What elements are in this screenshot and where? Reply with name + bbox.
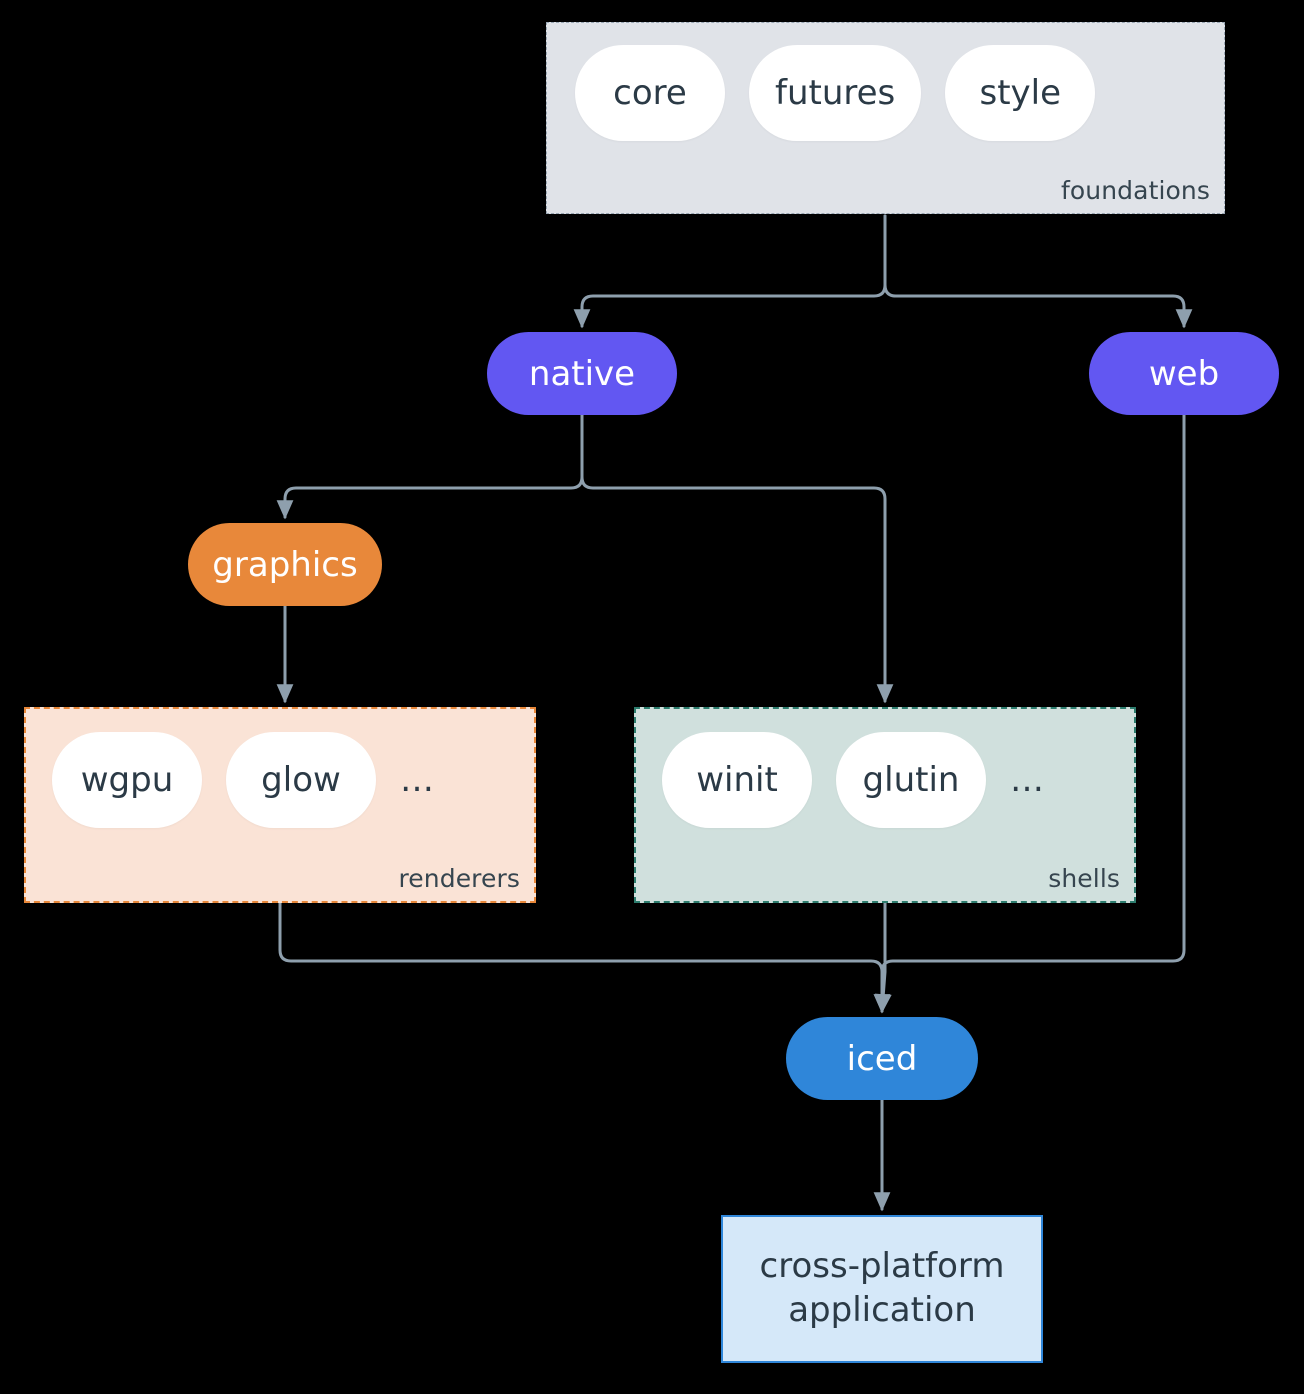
- renderers-ellipsis: …: [400, 760, 434, 800]
- edge-native-graphics: [276, 413, 584, 520]
- shells-ellipsis: …: [1010, 760, 1044, 800]
- application-line-1: cross-platform: [759, 1246, 1005, 1287]
- node-cross-platform-application[interactable]: cross-platform application: [721, 1215, 1043, 1363]
- cluster-foundations-label: foundations: [1061, 176, 1210, 205]
- cluster-shells-label: shells: [1048, 864, 1120, 893]
- leaf-winit[interactable]: winit: [662, 732, 812, 828]
- node-native[interactable]: native: [487, 332, 677, 415]
- cluster-foundations-nodes: core futures style: [575, 45, 1119, 141]
- edge-foundations-web: [883, 214, 1193, 329]
- cluster-foundations: core futures style foundations: [546, 22, 1225, 214]
- leaf-glutin[interactable]: glutin: [836, 732, 986, 828]
- edge-foundations-native: [573, 214, 887, 329]
- edge-shells-iced: [874, 901, 892, 1014]
- cluster-renderers-label: renderers: [398, 864, 520, 893]
- node-iced[interactable]: iced: [786, 1017, 978, 1100]
- application-line-2: application: [788, 1290, 976, 1330]
- cluster-shells: winit glutin … shells: [634, 707, 1136, 903]
- node-graphics[interactable]: graphics: [188, 523, 382, 606]
- edge-renderers-iced: [278, 901, 891, 1014]
- cluster-shells-nodes: winit glutin …: [662, 732, 1052, 828]
- leaf-wgpu[interactable]: wgpu: [52, 732, 202, 828]
- edge-native-shells: [580, 413, 894, 704]
- cluster-renderers: wgpu glow … renderers: [24, 707, 536, 903]
- leaf-glow[interactable]: glow: [226, 732, 376, 828]
- leaf-core[interactable]: core: [575, 45, 725, 141]
- leaf-style[interactable]: style: [945, 45, 1096, 141]
- leaf-futures[interactable]: futures: [749, 45, 922, 141]
- cluster-renderers-nodes: wgpu glow …: [52, 732, 442, 828]
- node-web[interactable]: web: [1089, 332, 1279, 415]
